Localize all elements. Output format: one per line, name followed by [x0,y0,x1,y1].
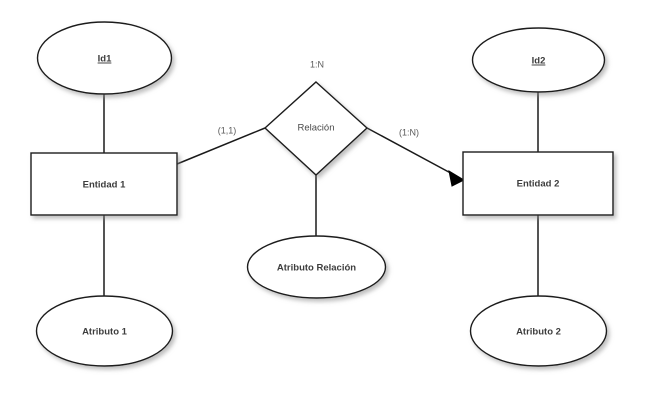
attribute-ellipse-atributo-relacion [246,235,387,299]
entity-label-entidad-1: Entidad 1 [83,180,126,191]
relationship-diamond-relacion [263,81,369,176]
cardinality-label-top: 1:N [310,59,324,69]
attribute-ellipse-atributo-1 [35,295,174,367]
arrowhead-icon [448,169,466,187]
attribute-ellipse-id2 [471,27,606,93]
attribute-node-id1[interactable]: Id1 [36,21,173,95]
entity-rect-entidad-1 [30,152,178,216]
entity-node-entidad-1[interactable]: Entidad 1 [30,152,178,216]
attribute-label-id1: Id1 [98,54,112,65]
cardinality-label-left: (1,1) [218,125,237,135]
attribute-ellipse-atributo-2 [469,295,608,367]
attribute-node-atributo-1[interactable]: Atributo 1 [35,295,174,367]
connector-entidad1-relacion [176,127,266,165]
attribute-node-atributo-relacion[interactable]: Atributo Relación [246,235,387,299]
attribute-node-atributo-2[interactable]: Atributo 2 [469,295,608,367]
attribute-ellipse-id1 [36,21,173,95]
attribute-label-atributo-relacion: Atributo Relación [277,263,356,274]
attribute-label-atributo-2: Atributo 2 [516,327,561,338]
connector-relacion-entidad2 [366,127,459,178]
relationship-label-relacion: Relación [298,123,335,134]
entity-label-entidad-2: Entidad 2 [517,179,560,190]
attribute-node-id2[interactable]: Id2 [471,27,606,93]
entity-node-entidad-2[interactable]: Entidad 2 [462,151,614,216]
attribute-label-id2: Id2 [532,56,546,67]
relationship-node-relacion[interactable]: Relación [263,81,369,176]
entity-rect-entidad-2 [462,151,614,216]
cardinality-label-right: (1:N) [399,127,419,137]
attribute-label-atributo-1: Atributo 1 [82,327,128,338]
